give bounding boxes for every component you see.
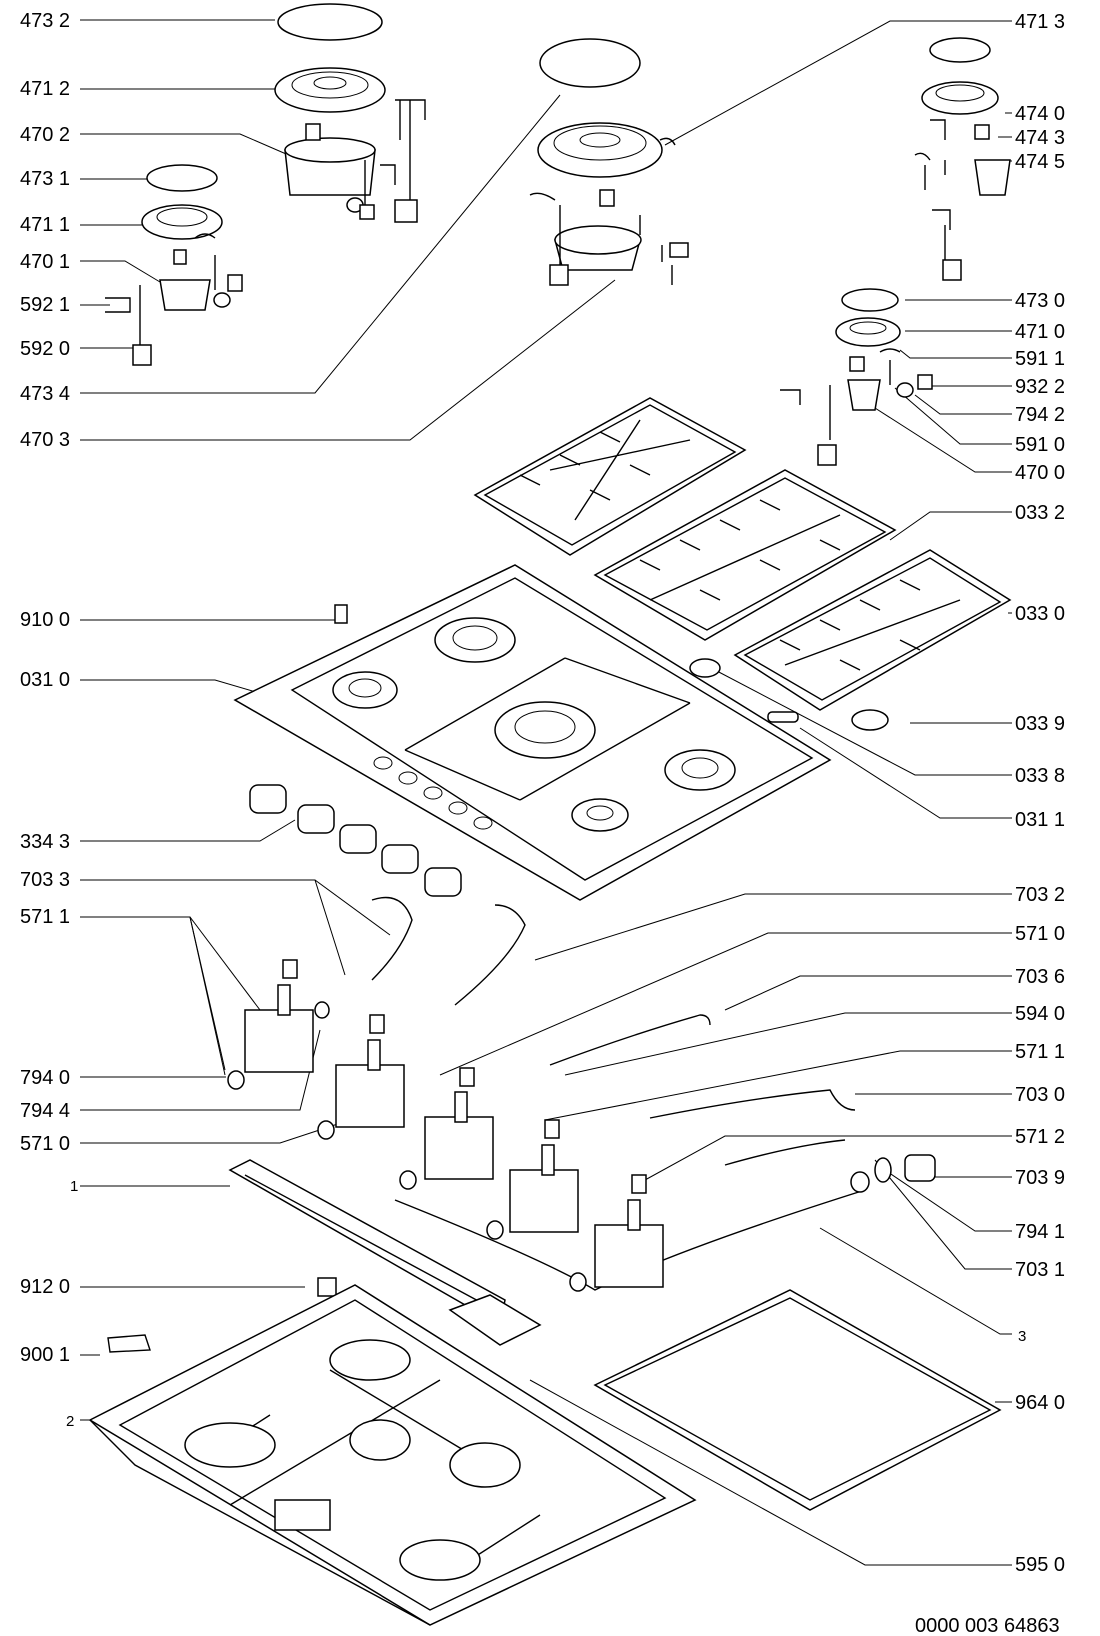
callout-033-9: 033 9 <box>1015 713 1065 735</box>
callout-571-1: 571 1 <box>20 906 70 928</box>
callout-703-9: 703 9 <box>1015 1167 1065 1189</box>
burner-cap-large <box>277 3 383 41</box>
pipe-703-1 <box>724 1139 846 1166</box>
spark-generator <box>448 1294 542 1346</box>
callout-703-1: 703 1 <box>1015 1259 1065 1281</box>
callout-571-1-right: 571 1 <box>1015 1041 1065 1063</box>
main-gas-rail <box>394 1189 866 1291</box>
gas-tap-5 <box>594 1174 664 1288</box>
callout-571-0: 571 0 <box>20 1133 70 1155</box>
callout-473-0: 473 0 <box>1015 290 1065 312</box>
callout-470-1: 470 1 <box>20 251 70 273</box>
knob-5 <box>424 867 462 897</box>
callout-592-1: 592 1 <box>20 294 70 316</box>
callout-033-0: 033 0 <box>1015 603 1065 625</box>
callout-470-0: 470 0 <box>1015 462 1065 484</box>
gas-inlet-fitting <box>904 1154 936 1182</box>
callout-471-1: 471 1 <box>20 214 70 236</box>
diagram-code: 0000 003 64863 <box>915 1615 1060 1636</box>
callout-471-2: 471 2 <box>20 78 70 100</box>
bottom-tray <box>88 1284 697 1626</box>
callout-794-0: 794 0 <box>20 1067 70 1089</box>
gas-tap-1 <box>244 959 314 1073</box>
screw-912 <box>317 1277 337 1297</box>
callout-794-1: 794 1 <box>1015 1221 1065 1243</box>
knob-4 <box>381 844 419 874</box>
grate-center <box>593 469 897 641</box>
hob-top-plate <box>233 564 889 901</box>
knob-2 <box>297 804 335 834</box>
callout-900-1: 900 1 <box>20 1344 70 1366</box>
gas-taps <box>227 959 870 1292</box>
pipe-703-2 <box>454 904 526 1006</box>
knob-1 <box>249 784 287 814</box>
knob-holes <box>373 756 493 830</box>
callout-031-1: 031 1 <box>1015 809 1065 831</box>
callout-473-4: 473 4 <box>20 383 70 405</box>
callout-794-2: 794 2 <box>1015 404 1065 426</box>
callout-474-5: 474 5 <box>1015 151 1065 173</box>
pipe-703-0 <box>649 1089 856 1119</box>
burner-cap-small <box>146 164 218 192</box>
callout-473-2: 473 2 <box>20 10 70 32</box>
callout-592-0: 592 0 <box>20 338 70 360</box>
callout-470-2: 470 2 <box>20 124 70 146</box>
right-callouts: 471 3 474 0 474 3 474 5 473 0 471 0 591 … <box>1015 11 1065 1576</box>
pipe-703-3 <box>371 896 413 981</box>
callout-591-1: 591 1 <box>1015 348 1065 370</box>
callout-033-8: 033 8 <box>1015 765 1065 787</box>
control-knobs <box>249 784 462 897</box>
callout-703-2: 703 2 <box>1015 884 1065 906</box>
control-bracket <box>228 1159 506 1327</box>
callout-474-0: 474 0 <box>1015 103 1065 125</box>
callout-703-3: 703 3 <box>20 869 70 891</box>
sealing-rings <box>227 1001 870 1292</box>
callout-471-3: 471 3 <box>1015 11 1065 33</box>
gas-pipes <box>371 896 936 1291</box>
callout-470-3: 470 3 <box>20 429 70 451</box>
callout-794-4: 794 4 <box>20 1100 70 1122</box>
grate-right <box>733 549 1012 711</box>
callout-571-0-right: 571 0 <box>1015 923 1065 945</box>
left-leader-lines <box>80 19 616 1421</box>
gas-tap-2 <box>335 1014 405 1128</box>
callout-031-0: 031 0 <box>20 669 70 691</box>
grate-left <box>473 397 747 556</box>
callout-703-6: 703 6 <box>1015 966 1065 988</box>
pan-supports <box>473 397 1012 711</box>
callout-2: 2 <box>66 1413 74 1430</box>
callout-033-2: 033 2 <box>1015 502 1065 524</box>
callout-3: 3 <box>1018 1328 1026 1345</box>
callout-964-0: 964 0 <box>1015 1392 1065 1414</box>
callout-471-0: 471 0 <box>1015 321 1065 343</box>
burner-cap-wok <box>539 38 641 88</box>
burner-assembly-left <box>105 3 426 366</box>
callout-334-3: 334 3 <box>20 831 70 853</box>
right-leader-lines <box>439 20 1012 1566</box>
burner-assembly-center <box>529 38 689 286</box>
screw-910 <box>334 604 348 624</box>
left-callouts: 473 2 471 2 470 2 473 1 471 1 470 1 592 … <box>20 10 78 1430</box>
burner-assembly-right <box>780 37 1011 466</box>
callout-571-2: 571 2 <box>1015 1126 1065 1148</box>
callout-1: 1 <box>70 1178 78 1195</box>
pipe-703-6 <box>549 1014 711 1066</box>
hob-seal <box>593 1289 1002 1511</box>
callout-912-0: 912 0 <box>20 1276 70 1298</box>
callout-703-0: 703 0 <box>1015 1084 1065 1106</box>
callout-474-3: 474 3 <box>1015 127 1065 149</box>
knob-3 <box>339 824 377 854</box>
gas-tap-4 <box>509 1119 579 1233</box>
gas-tap-3 <box>424 1067 494 1180</box>
callout-591-0: 591 0 <box>1015 434 1065 456</box>
callout-473-1: 473 1 <box>20 168 70 190</box>
callout-595-0: 595 0 <box>1015 1554 1065 1576</box>
callout-910-0: 910 0 <box>20 609 70 631</box>
callout-594-0: 594 0 <box>1015 1003 1065 1025</box>
callout-932-2: 932 2 <box>1015 376 1065 398</box>
